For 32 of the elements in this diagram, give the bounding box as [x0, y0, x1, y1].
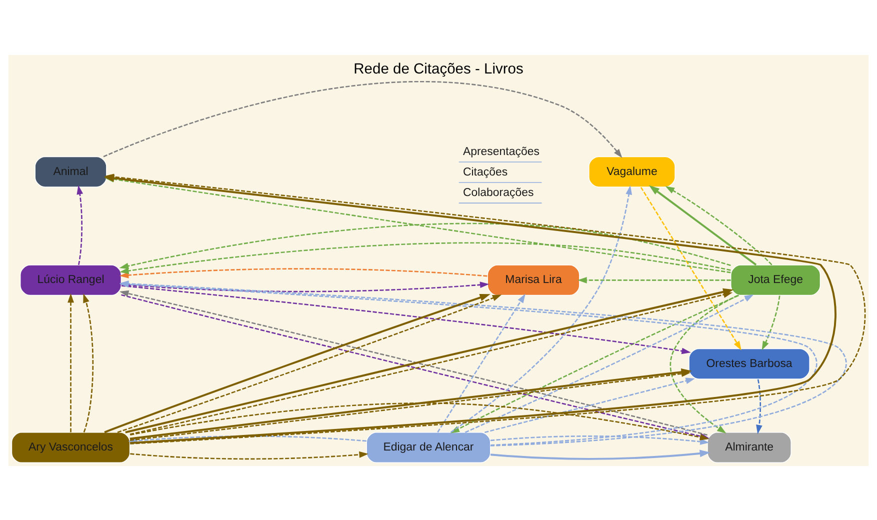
arrow	[76, 184, 84, 264]
arrow	[83, 293, 94, 432]
arrow	[640, 186, 742, 350]
legend-label: Colaborações	[462, 186, 534, 198]
node-box: Vagalume	[588, 156, 676, 187]
node-box: Animal	[34, 156, 107, 187]
legend-label: Apresentações	[462, 145, 540, 158]
arrow	[756, 378, 762, 434]
arrow	[490, 435, 710, 444]
node-box: Lúcio Rangel	[20, 264, 122, 296]
arrow	[578, 276, 731, 283]
node-box: Almirante	[707, 431, 792, 463]
arrow	[762, 295, 780, 350]
arrow	[119, 268, 488, 278]
arrow	[648, 184, 757, 266]
node-box: Edigar de Alencar	[366, 431, 491, 463]
arrow	[68, 292, 74, 432]
arrow	[670, 294, 738, 433]
arrow	[665, 186, 772, 265]
arrow	[121, 284, 691, 354]
arrow	[119, 222, 731, 269]
legend-label: Citações	[462, 166, 508, 178]
diagram-title: Rede de Citações - Livros	[354, 60, 524, 77]
node-box: Marisa Lira	[487, 264, 580, 296]
arrow	[103, 80, 622, 158]
arrow	[490, 449, 710, 460]
arrow	[130, 450, 368, 460]
node-box: Ary Vasconcelos	[11, 431, 130, 463]
arrow	[120, 242, 731, 274]
node-box: Jota Efege	[730, 264, 821, 296]
node-box: Orestes Barbosa	[688, 348, 810, 379]
arrow	[484, 377, 695, 432]
